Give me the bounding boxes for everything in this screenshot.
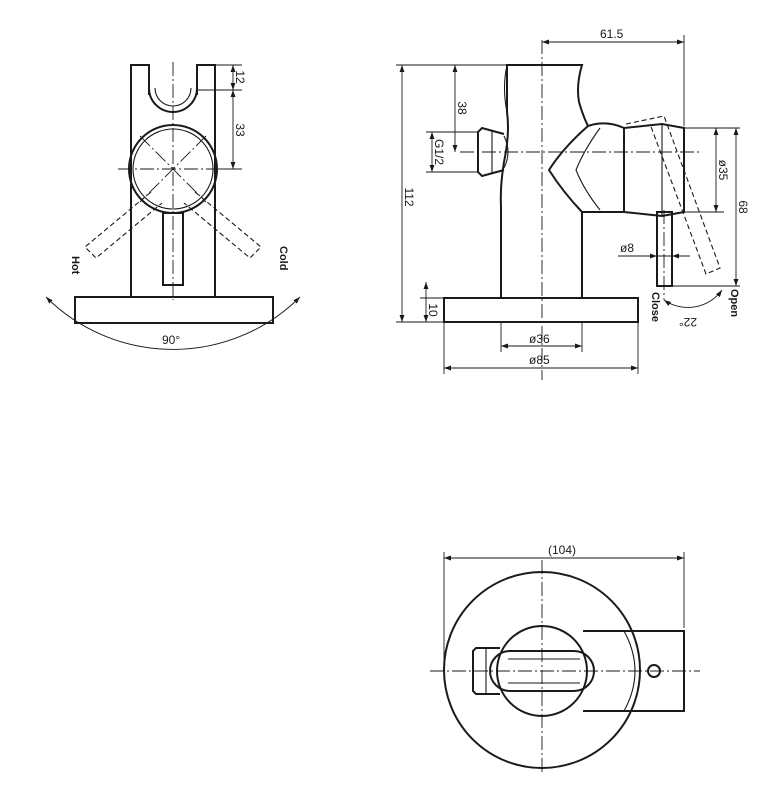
side-valve-cone-inner [575,127,601,211]
top-outlet [472,647,500,695]
side-dim-112-label: 112 [402,187,416,206]
side-base-plate [443,297,639,323]
side-dim-36-label: ø36 [529,332,550,346]
side-lever [656,211,673,287]
front-cold-label: Cold [277,246,289,270]
top-slot [489,650,595,692]
front-angle-arc [45,296,301,350]
front-dim-12-label: 12 [233,70,247,84]
side-dim-35-label: ø35 [716,160,730,181]
front-hot-label: Hot [69,256,81,275]
front-lever-hot-position [84,191,163,259]
side-body-column [499,64,589,298]
side-dim-38-label: 38 [455,101,469,115]
side-dim-thread-label: G1/2 [432,139,446,165]
top-dim-104-label: (104) [548,543,576,557]
front-centerline-diag-b [139,135,207,203]
front-lever-cold-position [183,191,262,259]
side-dim-85-label: ø85 [529,353,550,367]
front-angle-label: 90° [162,333,180,347]
front-base-plate [74,296,274,324]
side-dim-10-label: 10 [426,303,440,317]
top-view: (104) [430,543,700,775]
side-dim-61-label: 61.5 [600,27,624,41]
side-view: 61.5 112 38 G1/2 10 ø36 ø85 ø35 [396,27,750,380]
side-open-label: Open [728,289,740,317]
front-view: 90° Hot Cold 12 33 [45,62,301,350]
side-dim-8-label: ø8 [620,241,634,255]
side-lever-open-position [625,115,721,275]
side-handle-housing [623,122,685,218]
side-body-wave [503,64,508,113]
side-close-label: Close [649,292,661,322]
side-valve-cone [547,122,625,213]
side-dim-68-label: 68 [736,200,750,214]
front-dim-33-label: 33 [233,123,247,137]
side-angle-label: 22° [679,315,697,329]
side-angle-arc [663,289,723,308]
